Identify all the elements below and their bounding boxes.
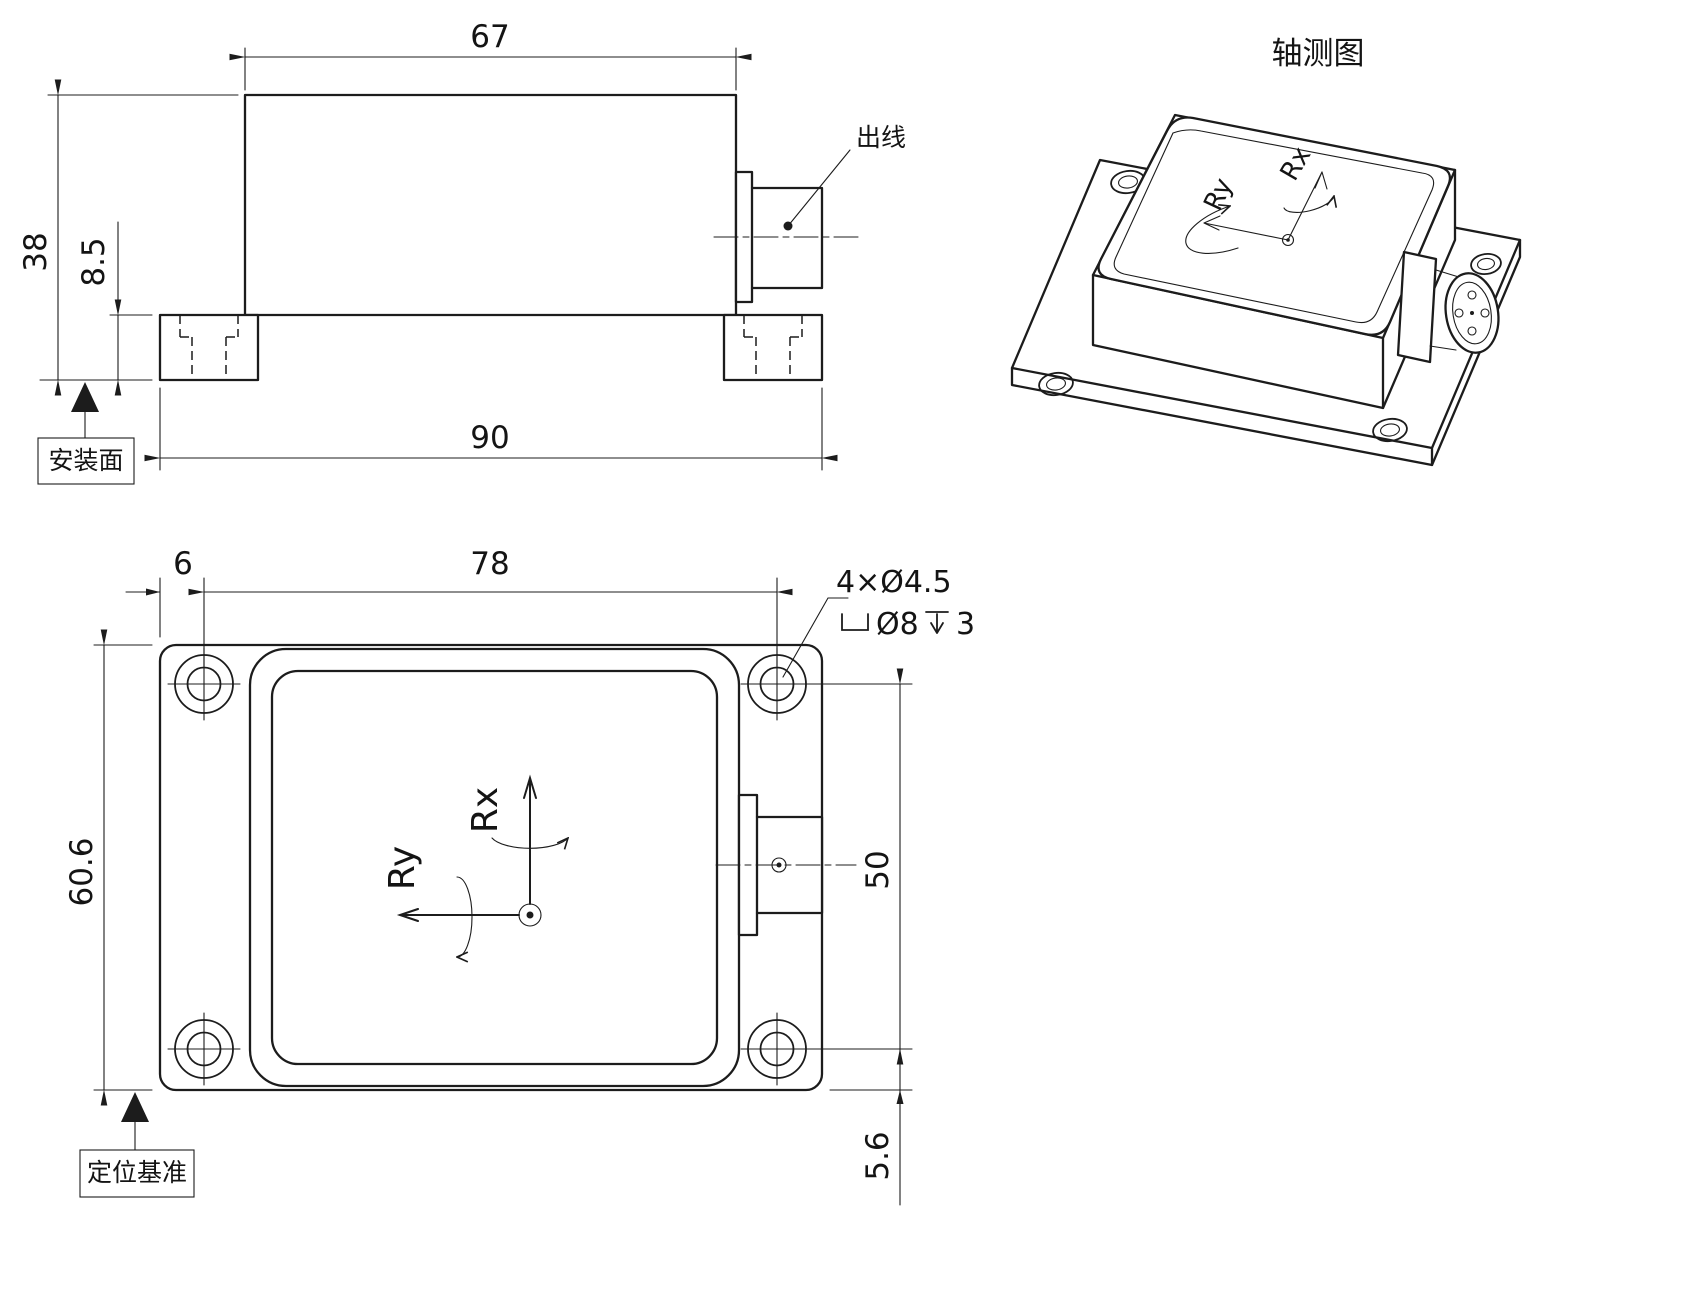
hole-callout-cbore-dia: Ø8 (876, 607, 919, 642)
hole-callout-cbore-depth: 3 (956, 607, 975, 642)
axon-hole-right-inner (1476, 257, 1496, 271)
front-view: 出线 67 38 8.5 90 安装面 (18, 19, 906, 485)
axon-rx-rotation-arc (1283, 196, 1334, 213)
axon-hole-right (1470, 252, 1502, 276)
hidden-hole-lines (179, 315, 803, 378)
top-view: 4×Ø4.5 Ø8 3 Rx Ry 6 78 60.6 50 5.6 (64, 546, 975, 1206)
housing-body-outline (243, 93, 738, 317)
dim-text-60-6: 60.6 (64, 837, 100, 906)
front-extension-lines (39, 47, 823, 471)
hole-center-marks (167, 647, 814, 1086)
rx-rotation-arc (491, 838, 568, 848)
axon-connector-face-inner (1452, 281, 1492, 345)
axon-axis-origin (1281, 233, 1295, 247)
axon-hole-left (1038, 371, 1074, 397)
top-extension-lines (93, 577, 913, 1091)
ry-axis-label: Ry (382, 846, 423, 890)
dim-text-38: 38 (18, 232, 54, 271)
axon-connector-flange (1396, 250, 1438, 364)
dim-text-67: 67 (470, 19, 509, 55)
connector-pin (1467, 326, 1477, 336)
hole-callout-leader (782, 597, 849, 678)
dim-text-78: 78 (470, 546, 509, 582)
connector-pin (1454, 308, 1464, 318)
counterbore-symbol (841, 613, 869, 631)
axon-hole-back-left-inner (1118, 175, 1138, 189)
dim-text-5-6: 5.6 (860, 1131, 896, 1180)
dim-text-50: 50 (860, 850, 896, 889)
datum-triangle-position (121, 1092, 149, 1122)
mounting-datum-label: 安装面 (48, 446, 123, 475)
axis-origin-dot (526, 911, 534, 919)
datum-frame-position (79, 1149, 195, 1198)
datum-triangle-mounting (71, 382, 99, 412)
dim-text-6: 6 (173, 546, 193, 582)
dim-text-90: 90 (470, 420, 509, 456)
axon-top-face-inset (1113, 129, 1435, 324)
connector-pin (1480, 308, 1490, 318)
position-datum-label: 定位基准 (87, 1158, 187, 1187)
cable-outlet-label: 出线 (856, 123, 906, 152)
axon-ry-arrow (1203, 215, 1289, 241)
ry-rotation-arc (457, 876, 473, 957)
axon-hole-front-inner (1380, 423, 1400, 437)
connector-front (734, 170, 824, 304)
rx-axis-arrow (523, 774, 537, 905)
axon-ry-rotation-arc (1185, 206, 1239, 254)
rx-axis-label: Rx (465, 787, 506, 833)
depth-symbol (925, 611, 949, 634)
ry-axis-arrow (396, 908, 520, 922)
axonometric-view: 轴测图 (1010, 36, 1522, 467)
outlet-leader-line (787, 149, 851, 227)
axon-plate-holes (1038, 252, 1502, 443)
axon-title: 轴测图 (1272, 36, 1365, 72)
body-outline-top (248, 647, 741, 1088)
connector-pin-center (1470, 311, 1474, 315)
dim-arrow-5-6 (896, 1090, 904, 1104)
axon-hole-left-inner (1046, 377, 1066, 391)
axon-hole-front (1372, 417, 1408, 443)
hole-callout-line1: 4×Ø4.5 (836, 565, 952, 600)
axon-rx-arrow (1287, 171, 1328, 241)
dim-arrow-6 (146, 588, 160, 596)
mounting-feet (158, 313, 824, 382)
axon-connector-pins (1454, 290, 1490, 336)
datum-frame-mounting (37, 437, 135, 485)
dim-text-8-5: 8.5 (76, 237, 112, 286)
top-face-inset (270, 669, 719, 1066)
connector-pin (1467, 290, 1477, 300)
axon-top-face (1097, 116, 1452, 336)
